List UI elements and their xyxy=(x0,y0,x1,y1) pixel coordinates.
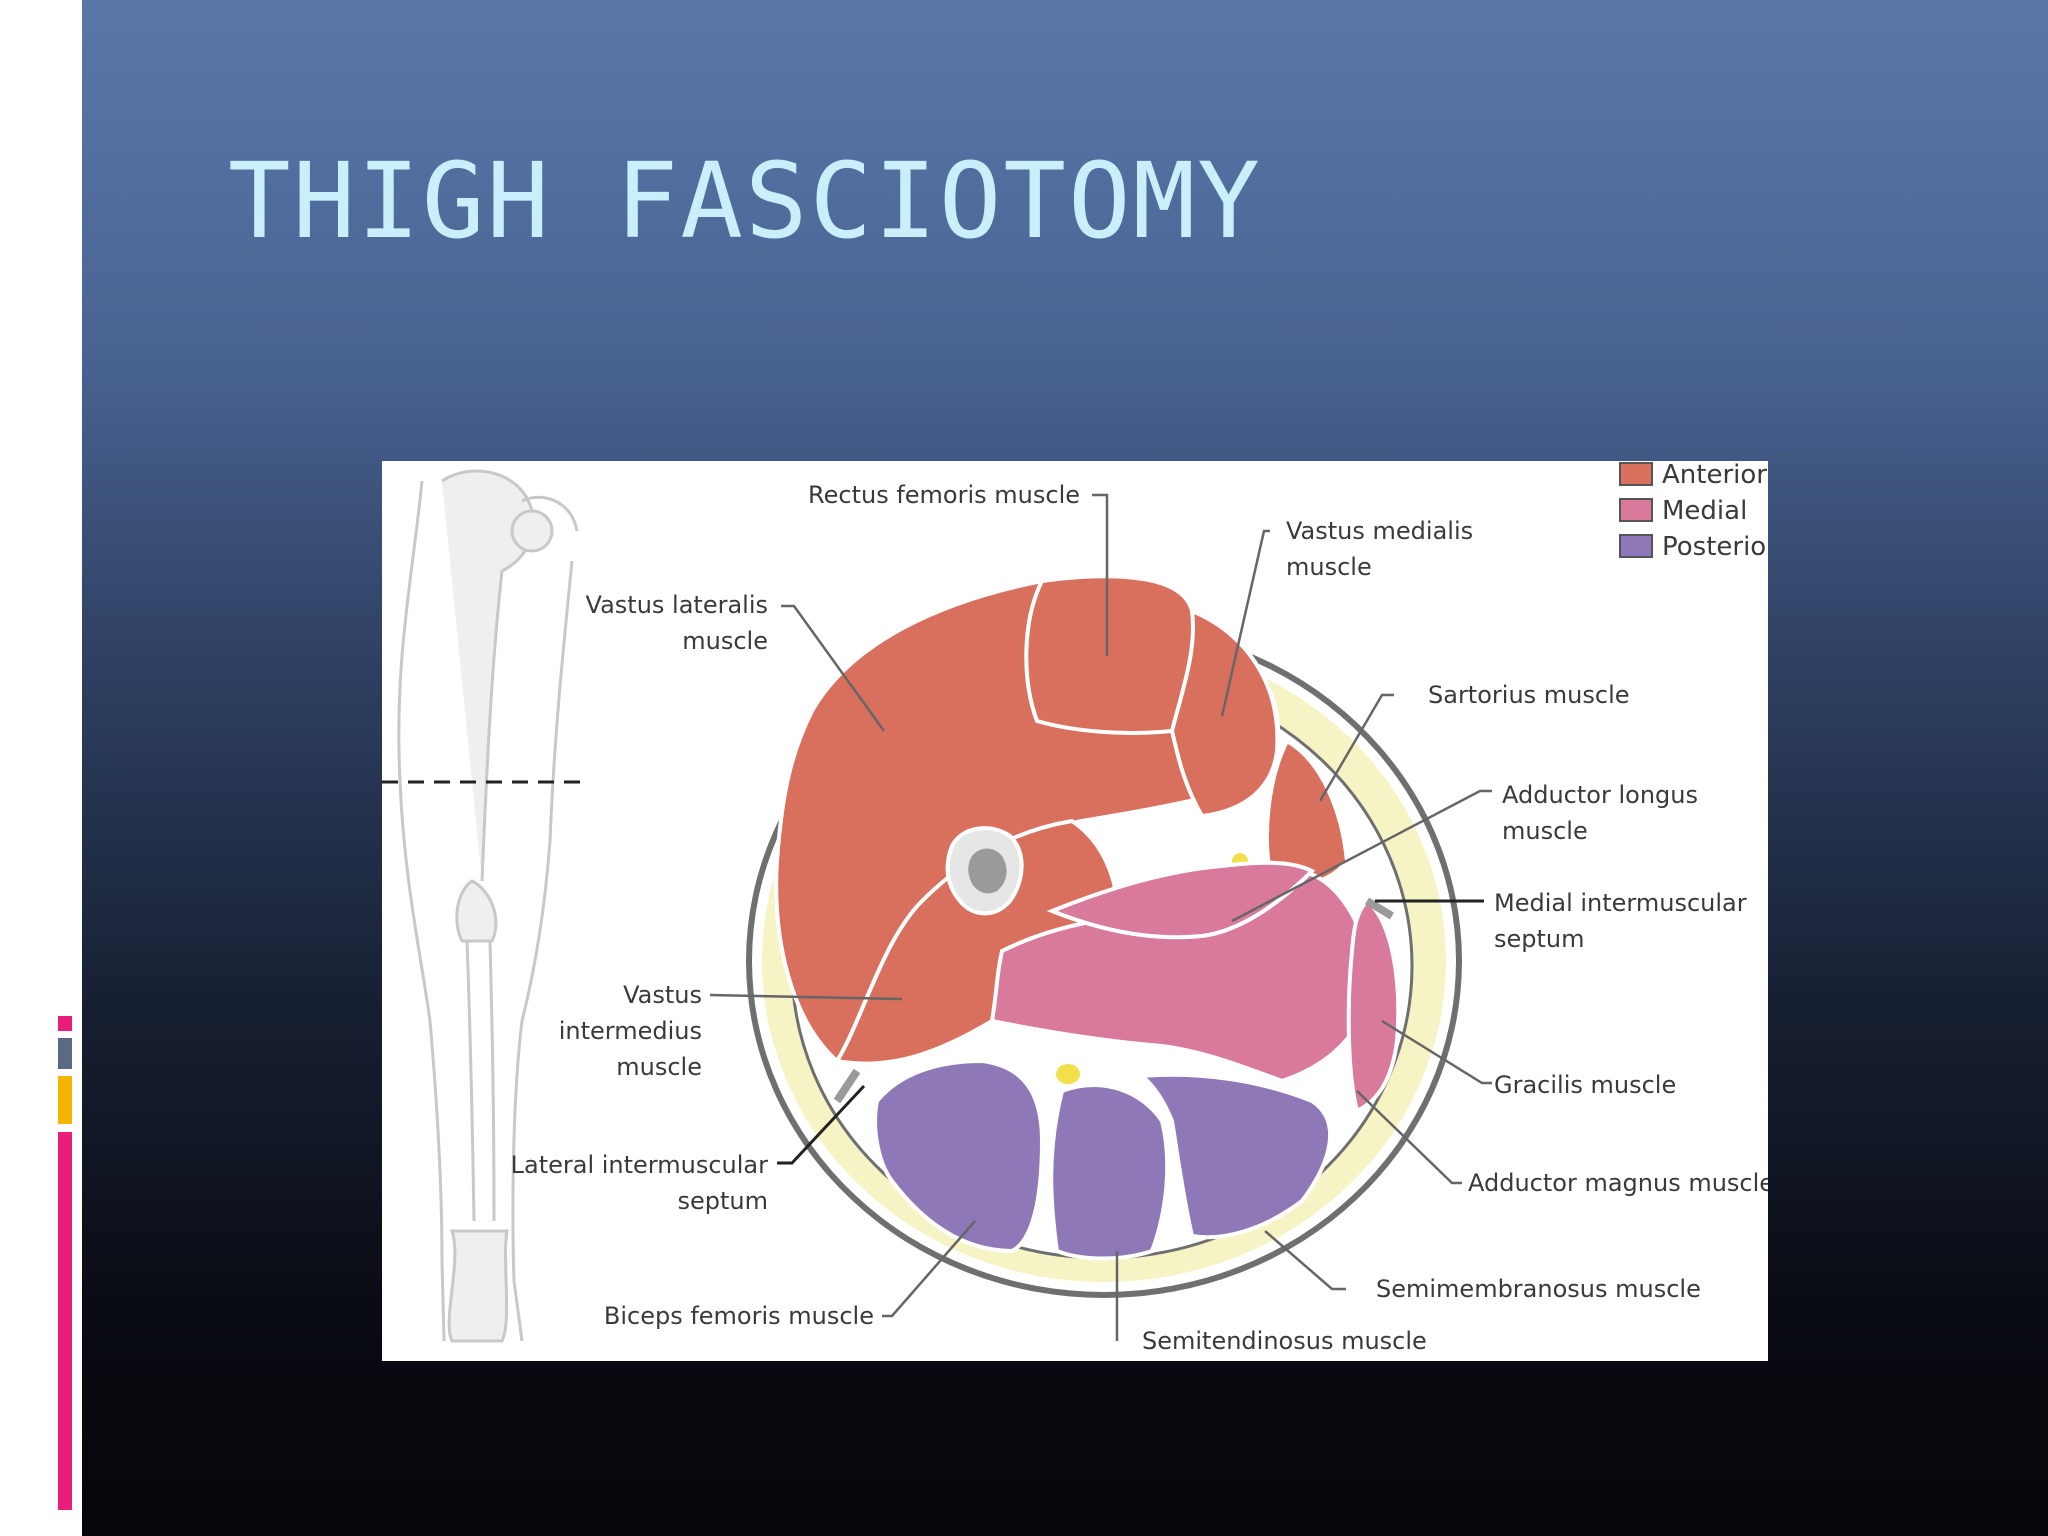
legend-label-anterior: Anterior xyxy=(1662,461,1767,490)
compartment-legend: Anterior Medial Posterior xyxy=(1619,461,1768,562)
label-semitendinosus: Semitendinosus muscle xyxy=(1142,1327,1427,1355)
stripe-slate xyxy=(58,1038,72,1069)
label-vastus-lateralis-2: muscle xyxy=(682,627,768,655)
legend-swatch-posterior xyxy=(1619,534,1653,558)
label-rectus-femoris: Rectus femoris muscle xyxy=(808,481,1080,509)
label-adductor-magnus: Adductor magnus muscle xyxy=(1468,1169,1768,1197)
medial-compartment xyxy=(989,860,1401,1114)
semimembranosus-region xyxy=(1136,1072,1333,1240)
label-vastus-intermedius-1: Vastus xyxy=(623,981,702,1009)
label-medial-septum-1: Medial intermuscular xyxy=(1494,889,1747,917)
label-vastus-medialis-2: muscle xyxy=(1286,553,1372,581)
femur-marrow xyxy=(968,848,1007,894)
stripe-pink-bottom xyxy=(58,1132,72,1510)
vastus-intermedius-region xyxy=(833,818,1120,1066)
label-lateral-septum-1: Lateral intermuscular xyxy=(511,1151,769,1179)
label-vastus-medialis-1: Vastus medialis xyxy=(1286,517,1473,545)
rectus-femoris-region xyxy=(1024,574,1197,735)
label-medial-septum-2: septum xyxy=(1494,925,1585,953)
gracilis-region xyxy=(1346,898,1401,1114)
leg-skeleton-illustration xyxy=(397,469,579,1343)
thigh-cross-section-figure: Rectus femoris muscle Vastus medialis mu… xyxy=(382,461,1768,1361)
stripe-pink-top xyxy=(58,1016,72,1031)
stripe-amber xyxy=(58,1076,72,1124)
label-vastus-intermedius-2: intermedius xyxy=(559,1017,702,1045)
label-semimembranosus: Semimembranosus muscle xyxy=(1376,1275,1701,1303)
slide-title: THIGH FASCIOTOMY xyxy=(228,140,1262,262)
sciatic-nerve-dot xyxy=(1056,1064,1080,1084)
label-biceps-femoris: Biceps femoris muscle xyxy=(604,1302,874,1330)
legend-swatch-medial xyxy=(1619,498,1653,522)
lateral-septum-mark xyxy=(833,1068,861,1104)
label-sartorius: Sartorius muscle xyxy=(1428,681,1630,709)
legend-label-medial: Medial xyxy=(1662,496,1747,526)
label-vastus-lateralis-1: Vastus lateralis xyxy=(586,591,768,619)
title-accent-bars xyxy=(48,150,82,234)
adductor-longus-region xyxy=(1046,860,1316,940)
label-adductor-longus-2: muscle xyxy=(1502,817,1588,845)
label-gracilis: Gracilis muscle xyxy=(1494,1071,1676,1099)
posterior-compartment xyxy=(873,1058,1333,1261)
legend-label-posterior: Posterior xyxy=(1662,532,1768,562)
biceps-femoris-region xyxy=(873,1058,1045,1254)
anterior-compartment xyxy=(774,574,1350,1066)
semitendinosus-region xyxy=(1049,1083,1170,1261)
label-vastus-intermedius-3: muscle xyxy=(616,1053,702,1081)
anatomy-diagram: Rectus femoris muscle Vastus medialis mu… xyxy=(382,461,1768,1355)
leader-lines xyxy=(709,493,1492,1341)
medial-septum-mark xyxy=(1364,897,1395,920)
label-lateral-septum-2: septum xyxy=(677,1187,768,1215)
vastus-medialis-region xyxy=(1169,607,1280,819)
legend-swatch-anterior xyxy=(1619,462,1653,486)
label-adductor-longus-1: Adductor longus xyxy=(1502,781,1698,809)
